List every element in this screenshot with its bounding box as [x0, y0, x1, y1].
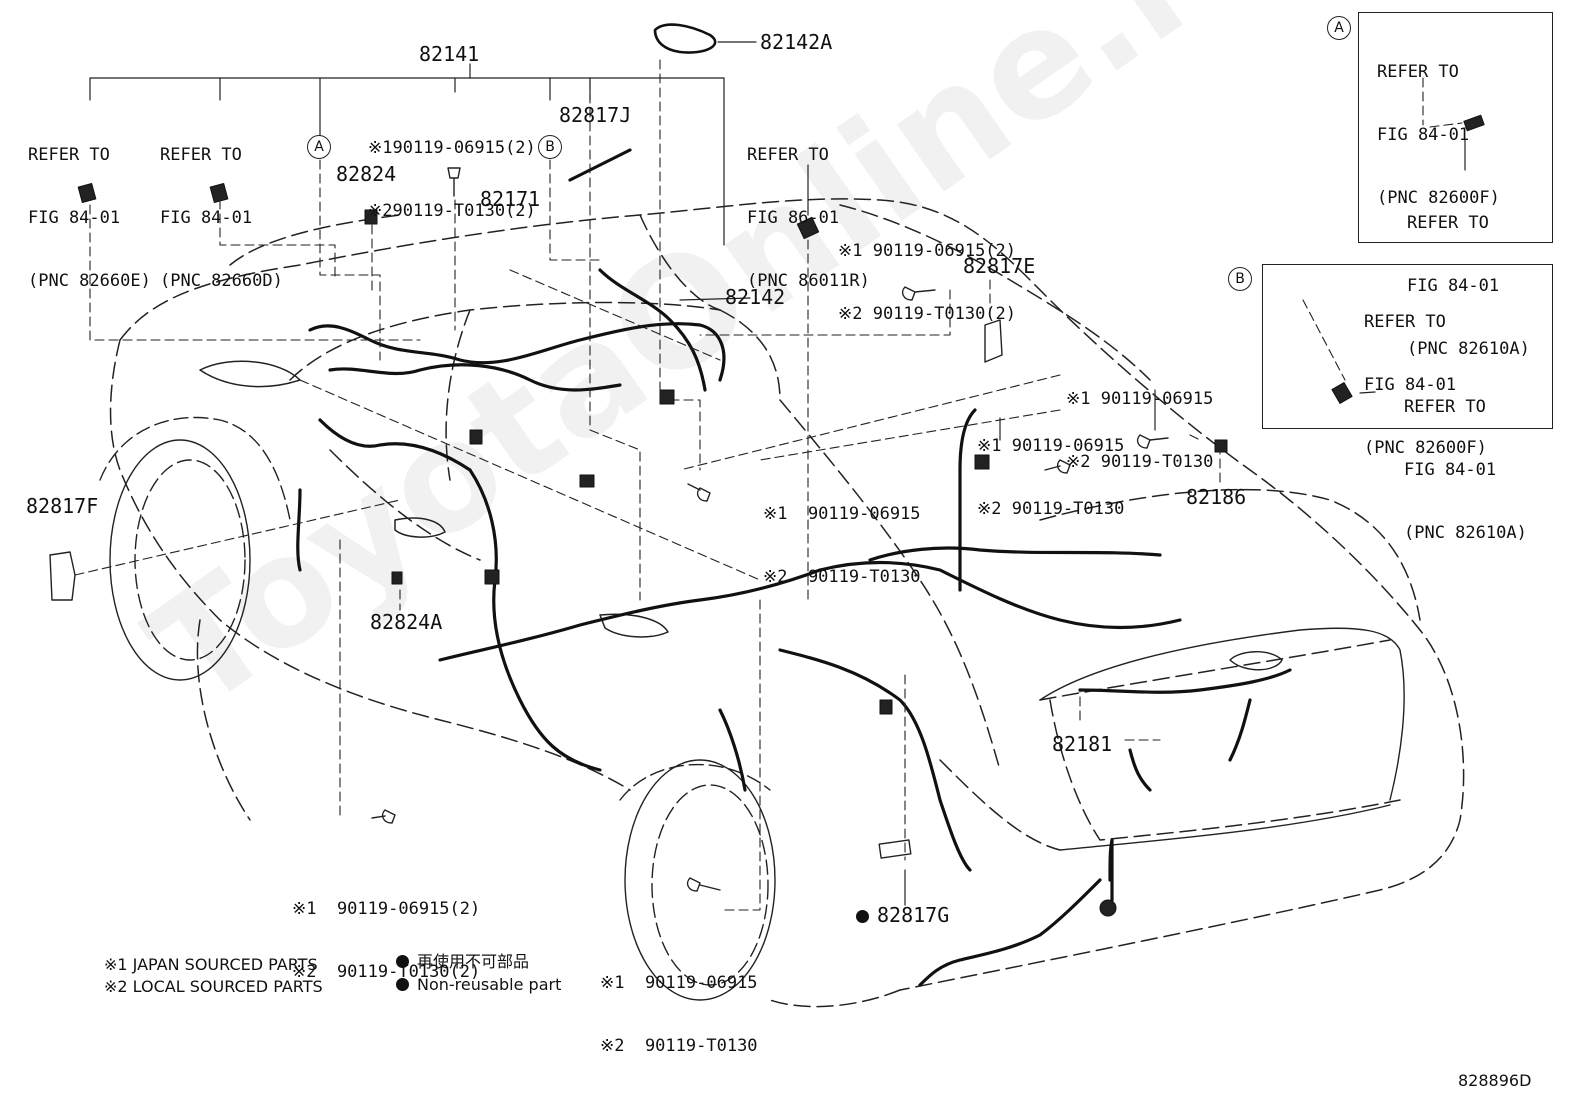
- part-82817E-label: 82817E: [963, 254, 1036, 278]
- bolt-line: ※2 90119-T0130: [763, 567, 921, 587]
- bolt-line: ※1 90119-06915: [977, 436, 1125, 456]
- detail-box-b: [1262, 264, 1553, 429]
- part-82824A-label: 82824A: [370, 610, 443, 634]
- part-82817J-label: 82817J: [559, 103, 632, 127]
- part-82171-label: 82171: [480, 187, 541, 211]
- bolt-label-right-top: ※1 90119-06915(2) ※2 90119-T0130(2): [838, 199, 1016, 346]
- detail-marker-b: B: [1228, 267, 1252, 291]
- bolt-label-right-mid2: ※1 90119-06915 ※2 90119-T0130: [977, 394, 1124, 541]
- ref-line: FIG 84-01: [1377, 125, 1470, 145]
- leader-lines: [74, 59, 1463, 911]
- refer-box-b-82610A: REFER TO FIG 84-01 (PNC 82610A): [1404, 355, 1527, 565]
- bolt-line: ※2 90119-T0130: [977, 499, 1125, 519]
- headlamp: [199, 360, 301, 388]
- rear-wheel: [619, 759, 776, 1001]
- refer-box-a-82600F: REFER TO FIG 84-01 (PNC 82600F): [1377, 20, 1500, 230]
- part-82141-label: 82141: [419, 42, 480, 66]
- bolt-label-right-mid1: ※1 90119-06915 ※2 90119-T0130: [1066, 347, 1213, 494]
- ref-line: FIG 84-01: [160, 208, 253, 228]
- legend-nonreusable-jp: 再使用不可部品: [396, 951, 529, 972]
- part-82142-label: 82142: [725, 285, 786, 309]
- part-82186-label: 82186: [1186, 485, 1247, 509]
- part-82142A-label: 82142A: [760, 30, 833, 54]
- bolt-line: ※2 90119-T0130(2): [838, 304, 1017, 324]
- ref-line: REFER TO: [1407, 213, 1489, 233]
- ref-line: REFER TO: [747, 145, 829, 165]
- ref-line: REFER TO: [1377, 62, 1459, 82]
- part-82824-label: 82824: [336, 162, 397, 186]
- legend-local-sourced: ※2 LOCAL SOURCED PARTS: [104, 977, 323, 996]
- bolt-line: ※190119-06915(2): [368, 138, 536, 158]
- ref-line: (PNC 82660D): [160, 271, 283, 291]
- ref-line: FIG 84-01: [1364, 375, 1457, 395]
- part-82817G-label: 82817G: [856, 905, 949, 926]
- non-reusable-dot: [396, 978, 409, 991]
- ref-line: FIG 86-01: [747, 208, 840, 228]
- label-leaders: [89, 41, 1466, 906]
- bolt-label-center: ※1 90119-06915 ※2 90119-T0130: [763, 462, 921, 609]
- ref-line: (PNC 82660E): [28, 271, 151, 291]
- bolt-line: ※1 90119-06915: [1066, 389, 1214, 409]
- ref-line: (PNC 82610A): [1404, 523, 1527, 543]
- trunk-lid: [1039, 627, 1405, 851]
- bolt-line: ※2 90119-T0130: [1066, 452, 1214, 472]
- bolt-label-bottom-center: ※1 90119-06915 ※2 90119-T0130: [600, 931, 758, 1078]
- bolt-label-bottom-left: ※1 90119-06915(2) ※2 90119-T0130(2): [292, 857, 480, 1004]
- ref-line: REFER TO: [1364, 312, 1446, 332]
- ref-line: REFER TO: [160, 145, 242, 165]
- bolt-line: ※1 90119-06915: [763, 504, 921, 524]
- marker-a: A: [307, 135, 331, 159]
- ref-line: (PNC 82600F): [1377, 188, 1500, 208]
- refer-86011R: REFER TO FIG 86-01 (PNC 86011R): [747, 103, 870, 313]
- bolt-line: ※1 90119-06915: [600, 973, 758, 993]
- legend-japan-sourced: ※1 JAPAN SOURCED PARTS: [104, 955, 318, 974]
- refer-82660E: REFER TO FIG 84-01 (PNC 82660E): [28, 103, 151, 313]
- part-82181-label: 82181: [1052, 732, 1113, 756]
- ref-line: FIG 84-01: [1404, 460, 1497, 480]
- marker-b: B: [538, 135, 562, 159]
- ref-line: REFER TO: [1404, 397, 1486, 417]
- legend-nonreusable-en: Non-reusable part: [396, 974, 561, 995]
- detail-box-a: [1358, 12, 1553, 243]
- bolt-line: ※1 90119-06915(2): [292, 899, 481, 919]
- front-wheel: [99, 416, 291, 681]
- bolt-line: ※2 90119-T0130(2): [292, 962, 481, 982]
- bolts: [371, 167, 1169, 892]
- detail-marker-a: A: [1327, 16, 1351, 40]
- non-reusable-dot: [396, 955, 409, 968]
- legend-text: Non-reusable part: [417, 975, 562, 994]
- bolt-line: ※2 90119-T0130: [600, 1036, 758, 1056]
- part-82817F-label: 82817F: [26, 494, 99, 518]
- refer-box-a-82610A: REFER TO FIG 84-01 (PNC 82610A): [1407, 171, 1530, 381]
- bolt-line: ※1 90119-06915(2): [838, 241, 1017, 261]
- bolt-line: ※290119-T0130(2): [368, 201, 536, 221]
- bolt-label-top-center: ※190119-06915(2) ※290119-T0130(2): [368, 96, 536, 243]
- diagram-code: 828896D: [1458, 1071, 1532, 1090]
- ref-line: (PNC 82600F): [1364, 438, 1487, 458]
- legend-text: 再使用不可部品: [417, 952, 530, 971]
- connectors: [77, 114, 1485, 917]
- brackets: [49, 319, 1003, 859]
- door-handle-front: [394, 517, 446, 538]
- ref-line: (PNC 82610A): [1407, 339, 1530, 359]
- refer-82660D: REFER TO FIG 84-01 (PNC 82660D): [160, 103, 283, 313]
- part-82817G-text: 82817G: [877, 903, 950, 927]
- ref-line: FIG 84-01: [28, 208, 121, 228]
- ref-line: REFER TO: [28, 145, 110, 165]
- non-reusable-dot: [856, 910, 869, 923]
- ref-line: (PNC 86011R): [747, 271, 870, 291]
- refer-box-b-82600F: REFER TO FIG 84-01 (PNC 82600F): [1364, 270, 1487, 480]
- ref-line: FIG 84-01: [1407, 276, 1500, 296]
